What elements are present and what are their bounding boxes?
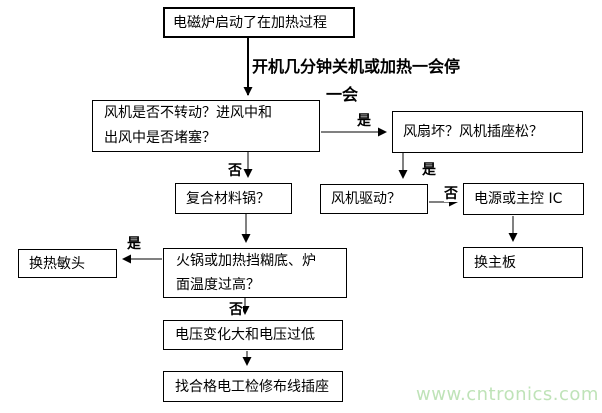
edge-label-no-voltage: 否	[229, 302, 243, 318]
node-composite-pot: 复合材料锅？	[175, 183, 292, 214]
condition-note-line2: 一会	[326, 85, 359, 104]
edge-label-yes-fan-broken: 是	[357, 113, 371, 129]
node-fan-broken: 风扇坏？风机插座松？	[392, 111, 583, 153]
node-replace-sensor: 换热敏头	[18, 249, 117, 278]
edge-label-no-power-ic: 否	[444, 186, 458, 202]
node-electrician: 找合格电工检修布线插座	[163, 371, 343, 402]
node-fan-drive: 风机驱动？	[320, 184, 428, 214]
condition-note-line1: 开机几分钟关机或加热一会停	[252, 57, 461, 76]
node-start: 电磁炉启动了在加热过程	[163, 7, 355, 38]
edge-label-yes-replace-sensor: 是	[127, 236, 141, 252]
edge-label-no-composite-pot: 否	[228, 163, 242, 179]
node-power-ic: 电源或主控 IC	[463, 183, 584, 215]
node-voltage: 电压变化大和电压过低	[163, 320, 343, 350]
node-replace-mainboard: 换主板	[463, 247, 583, 278]
edge-label-yes-fan-drive: 是	[422, 162, 436, 178]
node-hotpot: 火锅或加热挡糊底、炉 面温度过高？	[163, 248, 347, 298]
node-fan-check: 风机是否不转动？进风中和 出风中是否堵塞？	[92, 100, 320, 152]
watermark-text: www.cntronics.com	[416, 384, 599, 405]
